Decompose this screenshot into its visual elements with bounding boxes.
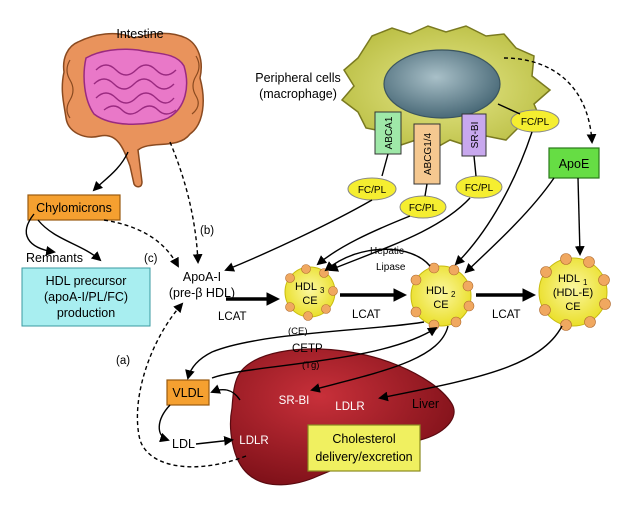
fcpl-ellipse-srbi xyxy=(455,175,503,199)
hdl-precursor-line3: production xyxy=(57,306,115,320)
hdl-precursor-line1: HDL precursor xyxy=(46,274,127,288)
apoa1-label: ApoA-I xyxy=(183,270,221,284)
fcpl-ellipse-abcg xyxy=(399,195,447,219)
liver-ldlr-bottom: LDLR xyxy=(239,435,268,447)
path-a-label: (a) xyxy=(116,355,130,367)
intestine-label: Intestine xyxy=(116,27,163,41)
hdl3-sub: 3 xyxy=(320,286,325,295)
liver-label: Liver xyxy=(412,397,439,411)
path-c-label: (c) xyxy=(144,253,158,265)
cetp-label: CETP xyxy=(292,343,323,355)
hdl-precursor-box xyxy=(21,267,151,327)
hdl3-ce: CE xyxy=(302,295,317,307)
macrophage-illustration xyxy=(340,25,552,151)
hepatic-lipase-line1: Hepatic xyxy=(370,246,404,257)
ce-transfer-label: (CE) xyxy=(288,326,308,337)
lcat-label-1: LCAT xyxy=(218,311,247,323)
srbi-receptor-label: SR-BI xyxy=(470,122,481,149)
cholesterol-box xyxy=(307,424,421,472)
hdl2-sub: 2 xyxy=(451,290,456,299)
intestine-illustration xyxy=(61,32,204,188)
apoe-box xyxy=(548,147,600,179)
peripheral-cells-label: Peripheral cells xyxy=(255,71,340,85)
hdl1-main: HDL xyxy=(558,273,580,285)
hepatic-lipase-line2: Lipase xyxy=(376,262,406,273)
lcat-label-2: LCAT xyxy=(352,309,381,321)
abcg14-label: ABCG1/4 xyxy=(423,132,434,175)
vldl-box xyxy=(166,379,210,406)
hdl2-ce: CE xyxy=(433,299,448,311)
remnants-label: Remnants xyxy=(26,251,83,265)
fcpl-label-top: FC/PL xyxy=(521,117,550,128)
hdl3-main: HDL xyxy=(295,281,317,293)
hdl1-ce: CE xyxy=(565,301,580,313)
apoe-label: ApoE xyxy=(559,157,590,171)
fcpl-label-abca1: FC/PL xyxy=(358,185,387,196)
liver-ldlr-top: LDLR xyxy=(335,401,364,413)
nucleus xyxy=(383,49,501,119)
hdl1-sub: 1 xyxy=(583,278,588,287)
hdl2-main: HDL xyxy=(426,285,448,297)
lcat-label-3: LCAT xyxy=(492,309,521,321)
abca1-label: ABCA1 xyxy=(384,116,395,149)
chylomicrons-label: Chylomicrons xyxy=(36,201,112,215)
cholesterol-line1: Cholesterol xyxy=(332,432,395,446)
macrophage-label: (macrophage) xyxy=(259,87,337,101)
chylomicrons-box xyxy=(27,194,121,221)
hdl3-particle xyxy=(284,264,338,321)
fcpl-label-srbi: FC/PL xyxy=(465,183,494,194)
abcg14-transporter xyxy=(413,123,441,185)
abca1-transporter xyxy=(374,111,402,155)
path-b-label: (b) xyxy=(200,225,214,237)
fcpl-ellipse-top xyxy=(510,109,560,133)
liver-srbi-label: SR-BI xyxy=(279,395,310,407)
pre-beta-hdl-label: (pre-β HDL) xyxy=(169,286,235,300)
ldl-label: LDL xyxy=(172,437,195,451)
hdl1-particle xyxy=(538,253,611,331)
cholesterol-line2: delivery/excretion xyxy=(315,450,412,464)
fcpl-label-abcg: FC/PL xyxy=(409,203,438,214)
vldl-label: VLDL xyxy=(172,386,203,400)
hdl1-extra: (HDL-E) xyxy=(553,287,593,299)
hdl-precursor-line2: (apoA-I/PL/FC) xyxy=(44,290,128,304)
tg-transfer-label: (Tg) xyxy=(302,360,319,371)
pathway-arrows xyxy=(25,57,597,468)
